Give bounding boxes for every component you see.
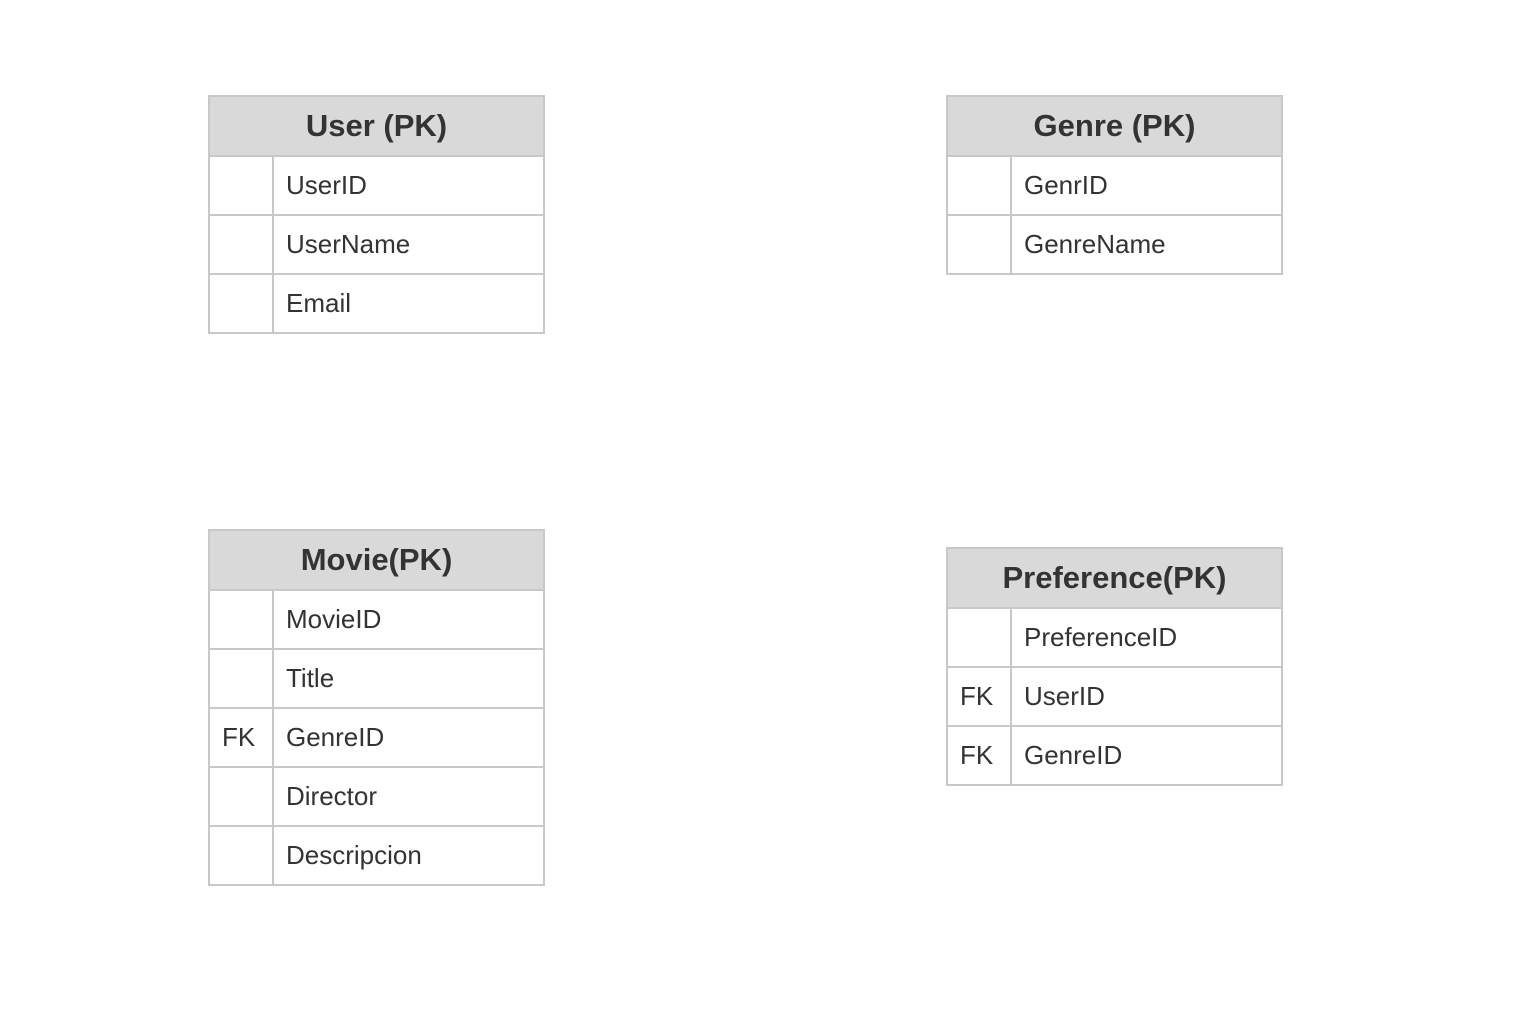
entity-rows: UserID UserName Email xyxy=(210,157,543,332)
entity-movie-table[interactable]: Movie(PK) MovieID Title FK GenreID Direc… xyxy=(208,529,545,886)
field-name: Title xyxy=(286,663,335,693)
entity-genre-table[interactable]: Genre (PK) GenrID GenreName xyxy=(946,95,1283,275)
field-name: GenreID xyxy=(1024,740,1123,770)
field-name: Email xyxy=(286,288,352,318)
table-row[interactable]: PreferenceID xyxy=(948,609,1281,666)
key-cell xyxy=(210,650,274,707)
field-name: UserID xyxy=(1024,681,1105,711)
key-cell xyxy=(210,157,274,214)
table-row[interactable]: FK GenreID xyxy=(210,707,543,766)
field-name: GenrID xyxy=(1024,170,1108,200)
key-cell xyxy=(210,275,274,332)
entity-user-table[interactable]: User (PK) UserID UserName Email xyxy=(208,95,545,334)
key-cell: FK xyxy=(948,668,1012,725)
table-row[interactable]: Email xyxy=(210,273,543,332)
table-row[interactable]: Director xyxy=(210,766,543,825)
field-name: GenreID xyxy=(286,722,385,752)
field-name: Director xyxy=(286,781,378,811)
entity-rows: MovieID Title FK GenreID Director Descri… xyxy=(210,591,543,884)
entity-rows: GenrID GenreName xyxy=(948,157,1281,273)
entity-rows: PreferenceID FK UserID FK GenreID xyxy=(948,609,1281,784)
table-row[interactable]: FK GenreID xyxy=(948,725,1281,784)
field-name: UserName xyxy=(286,229,411,259)
table-row[interactable]: Title xyxy=(210,648,543,707)
table-row[interactable]: GenreName xyxy=(948,214,1281,273)
entity-title: Movie(PK) xyxy=(210,531,543,591)
key-cell xyxy=(948,157,1012,214)
key-cell xyxy=(210,216,274,273)
key-cell xyxy=(948,216,1012,273)
table-row[interactable]: UserName xyxy=(210,214,543,273)
key-cell xyxy=(210,827,274,884)
table-row[interactable]: UserID xyxy=(210,157,543,214)
field-name: Descripcion xyxy=(286,840,422,870)
key-cell: FK xyxy=(948,727,1012,784)
entity-title: Genre (PK) xyxy=(948,97,1281,157)
field-name: PreferenceID xyxy=(1024,622,1178,652)
field-name: UserID xyxy=(286,170,367,200)
table-row[interactable]: GenrID xyxy=(948,157,1281,214)
key-cell: FK xyxy=(210,709,274,766)
key-cell xyxy=(948,609,1012,666)
key-cell xyxy=(210,591,274,648)
entity-preference-table[interactable]: Preference(PK) PreferenceID FK UserID FK… xyxy=(946,547,1283,786)
table-row[interactable]: MovieID xyxy=(210,591,543,648)
key-cell xyxy=(210,768,274,825)
table-row[interactable]: FK UserID xyxy=(948,666,1281,725)
table-row[interactable]: Descripcion xyxy=(210,825,543,884)
field-name: MovieID xyxy=(286,604,382,634)
entity-title: Preference(PK) xyxy=(948,549,1281,609)
entity-title: User (PK) xyxy=(210,97,543,157)
field-name: GenreName xyxy=(1024,229,1166,259)
